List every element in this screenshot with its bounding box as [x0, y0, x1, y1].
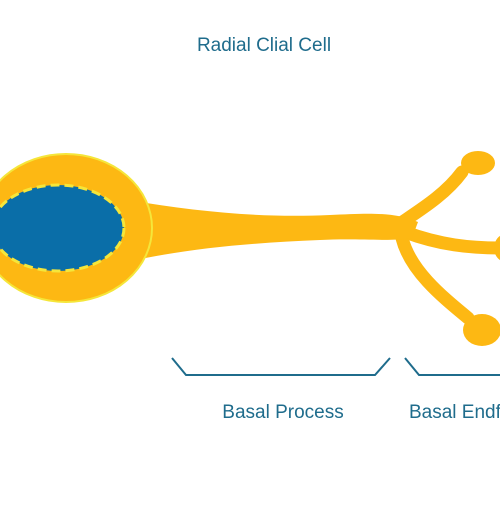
endfoot-branch-middle	[398, 225, 500, 255]
endfoot-upper	[461, 151, 495, 175]
basal-process-bracket	[171, 357, 391, 376]
cell-nucleus	[0, 183, 126, 273]
basal-endfeet-label: Basal Endfeet	[409, 402, 500, 423]
basal-endfeet-bracket	[404, 357, 500, 376]
endfoot-branch-upper	[391, 165, 469, 232]
diagram-title: Radial Clial Cell	[197, 35, 331, 56]
endfoot-middle	[494, 235, 500, 261]
basal-process-label: Basal Process	[222, 402, 343, 423]
endfoot-lower	[463, 314, 500, 346]
basal-process-fiber	[126, 200, 418, 262]
radial-glial-cell	[0, 151, 500, 346]
endfoot-branch-lower	[395, 231, 475, 325]
